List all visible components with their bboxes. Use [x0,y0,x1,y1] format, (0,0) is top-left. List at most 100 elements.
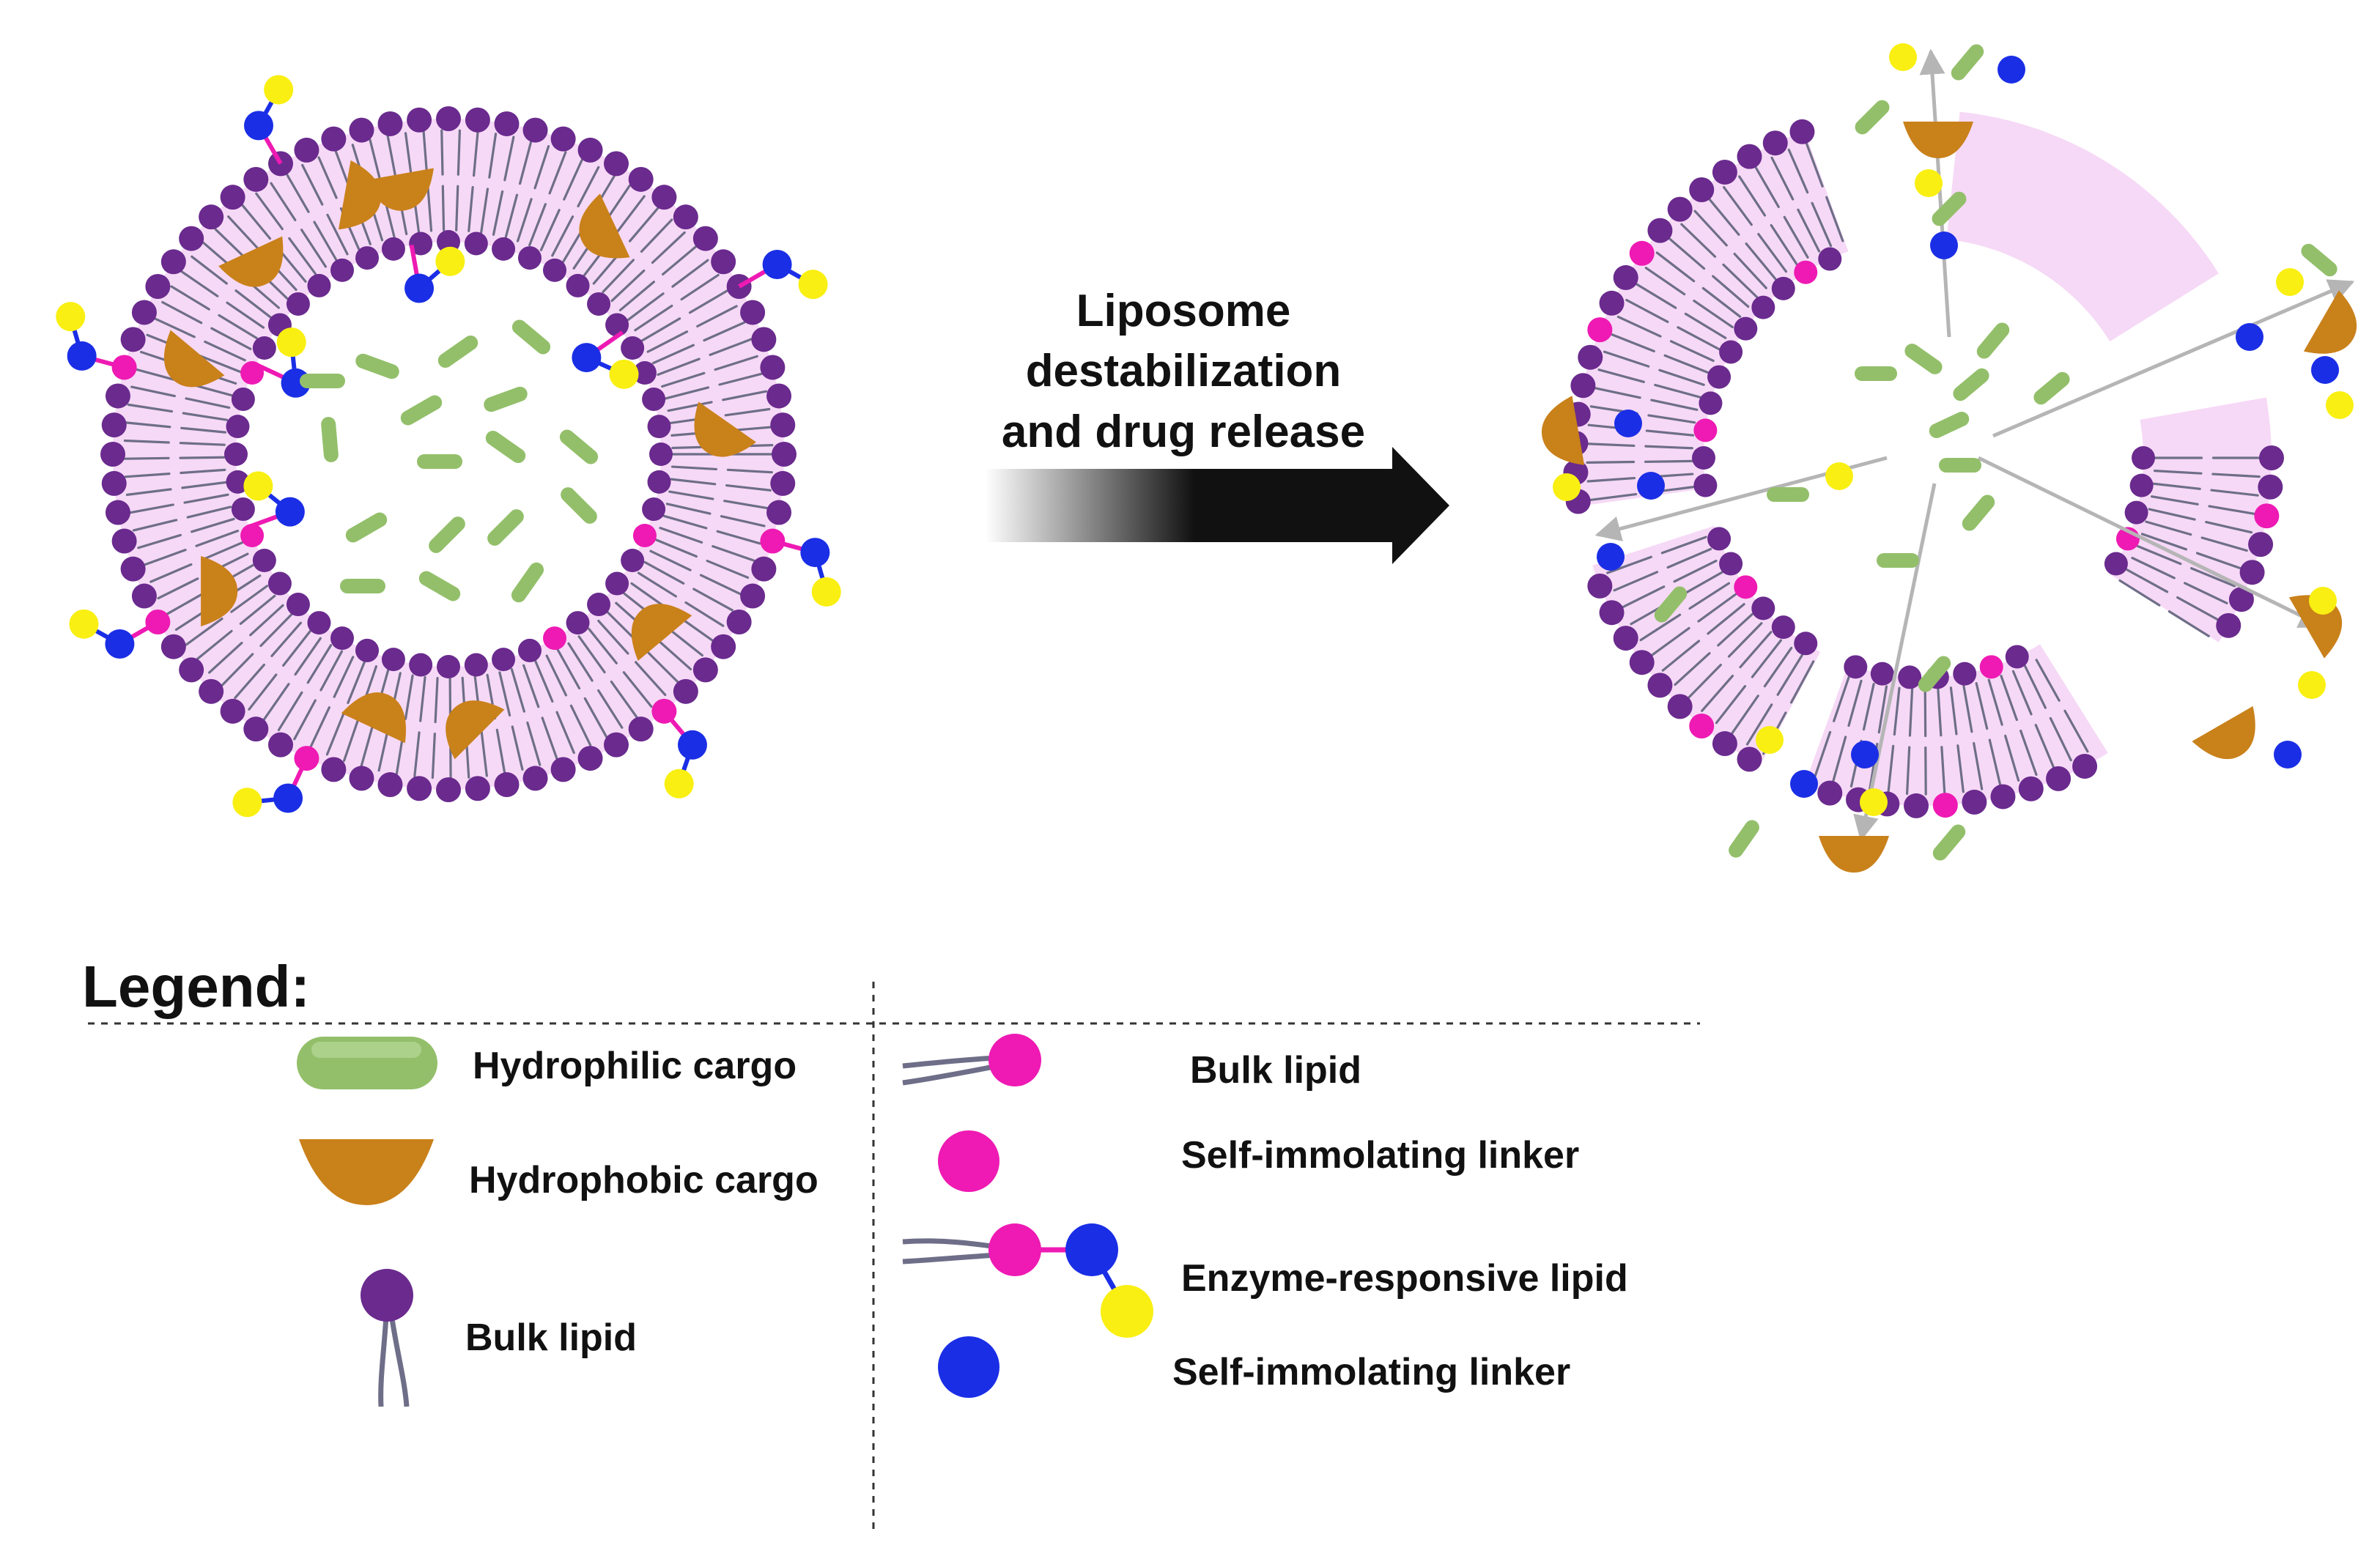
lipid-tail-inner [1776,653,1804,696]
lipid-tail-outer [1634,282,1677,309]
lipid-tail-outer [1887,744,1895,794]
lipid-tail-outer [127,403,174,413]
bulk-lipid-head [465,107,490,133]
legend: Legend: Hydrophilic cargo Hydrophobic ca… [82,954,1700,1531]
bulk-lipid-head [243,166,269,192]
lipid-tail-inner [2000,675,2018,722]
lipid-tail-outer [688,289,729,314]
yellow-substrate-node [264,75,294,105]
released-hydrophobic-cargo [1819,836,1889,873]
lipid-tail-inner [533,659,554,703]
right-arrow-icon [986,447,1449,564]
bulk-lipid-head [673,204,698,230]
lipid-tail-outer [1625,298,1669,323]
lipid-tail-inner [1680,571,1723,597]
lipid-tail-outer [166,591,207,615]
lipid-tail-outer [1597,369,1645,383]
lipid-tail-outer [1616,315,1662,338]
lipid-tail-outer [503,136,515,182]
lipid-tail-outer [526,721,542,766]
bulk-lipid-head [377,111,403,136]
lipid-tail-outer [2208,505,2257,516]
hydrophilic-cargo [417,454,462,469]
release-arrow [1977,456,2326,629]
hydrophilic-cargo [561,487,597,524]
bulk-lipid-head [1707,527,1732,551]
lipid-tail-inner [1701,286,1742,318]
lipid-tail-outer [196,629,233,660]
lipid-tail-outer [404,132,413,178]
legend-label-bulk-lipid-purple: Bulk lipid [465,1316,637,1359]
bulk-lipid-head [105,383,130,409]
lipid-tail-outer [153,317,196,338]
bulk-lipid-head [543,258,566,282]
lipid-tail-inner [1717,612,1754,647]
lipid-tail-inner [480,188,489,234]
released-yellow-substrate [1915,169,1943,197]
lipid-tail-inner [1763,646,1793,688]
lipid-tail-outer [1613,571,1659,592]
bulk-lipid-head [1962,789,1987,815]
lipid-tail-outer [1753,165,1780,209]
lipid-tail-inner [627,292,665,322]
lipid-tail-outer [125,488,172,496]
bulk-lipid-head [740,300,766,325]
lipid-tail-inner [498,671,511,716]
legend-title: Legend: [82,954,310,1019]
lipid-tail-outer [1655,251,1696,283]
hydrophilic-cargo-swatch-highlight [311,1042,421,1058]
lipid-tail-inner [664,386,710,400]
lipid-tail-inner [419,675,426,722]
release-arrow [1919,48,1951,338]
lipid-tail-inner [333,656,355,698]
bulk-lipid-head [464,232,488,256]
lipid-tail-outer [722,390,768,401]
bulk-lipid-head [1794,632,1818,656]
bulk-lipid-head [355,638,380,662]
magenta-lipid-head [1932,793,1958,818]
released-hydrophobic-cargo [2192,706,2255,760]
blue-linker-node [244,111,273,141]
bulk-lipid-head [1693,473,1718,497]
released-hydrophilic-cargo [1767,487,1809,502]
lipid-tail-outer [1687,663,1722,700]
released-yellow-substrate [1889,43,1917,71]
lipid-tail-outer [616,195,646,233]
bulk-lipid-head-icon [361,1269,413,1322]
bulk-lipid-head [1647,673,1673,698]
lipid-tail-outer [240,203,272,240]
lipid-tail-inner [186,505,232,519]
lipid-tail-outer [480,730,488,777]
lipid-tail-inner [1663,354,1710,374]
blue-linker-node [404,273,435,303]
bulk-lipid-head [131,300,157,325]
bulk-lipid-head [770,470,796,496]
lipid-tail-outer [1603,350,1650,368]
hydrophilic-cargo [418,571,461,601]
bulk-lipid-head [349,766,374,791]
lipid-tail-inner [551,215,574,257]
lipid-tail-outer [680,273,720,301]
lipid-tail-outer [1730,695,1759,736]
lipid-tail-inner [1697,593,1737,623]
legend-label-hydrophobic-cargo: Hydrophobic cargo [469,1159,818,1201]
lipid-tail-inner [2125,568,2169,593]
lipid-tail-outer [125,421,171,429]
bulk-lipid-head [550,757,576,782]
lipid-tail-inner [404,674,414,720]
lipid-tail-inner [2145,520,2192,536]
lipid-tail-outer [2210,489,2259,497]
lipid-tail-inner [204,340,246,362]
lipid-tail-outer [1831,736,1847,783]
released-blue-linker [2311,356,2339,384]
lipid-tail-outer [657,639,692,671]
bulk-lipid-head [604,732,629,758]
blue-linker-node [105,629,135,659]
lipid-tail-inner [306,644,333,684]
bulk-lipid-head [1751,596,1775,621]
lipid-tail-outer [569,704,592,747]
bulk-lipid-head [1599,600,1625,626]
magenta-lipid-head [1587,317,1613,343]
lipid-tail-inner [637,571,677,598]
bulk-lipid-head [1599,290,1625,316]
